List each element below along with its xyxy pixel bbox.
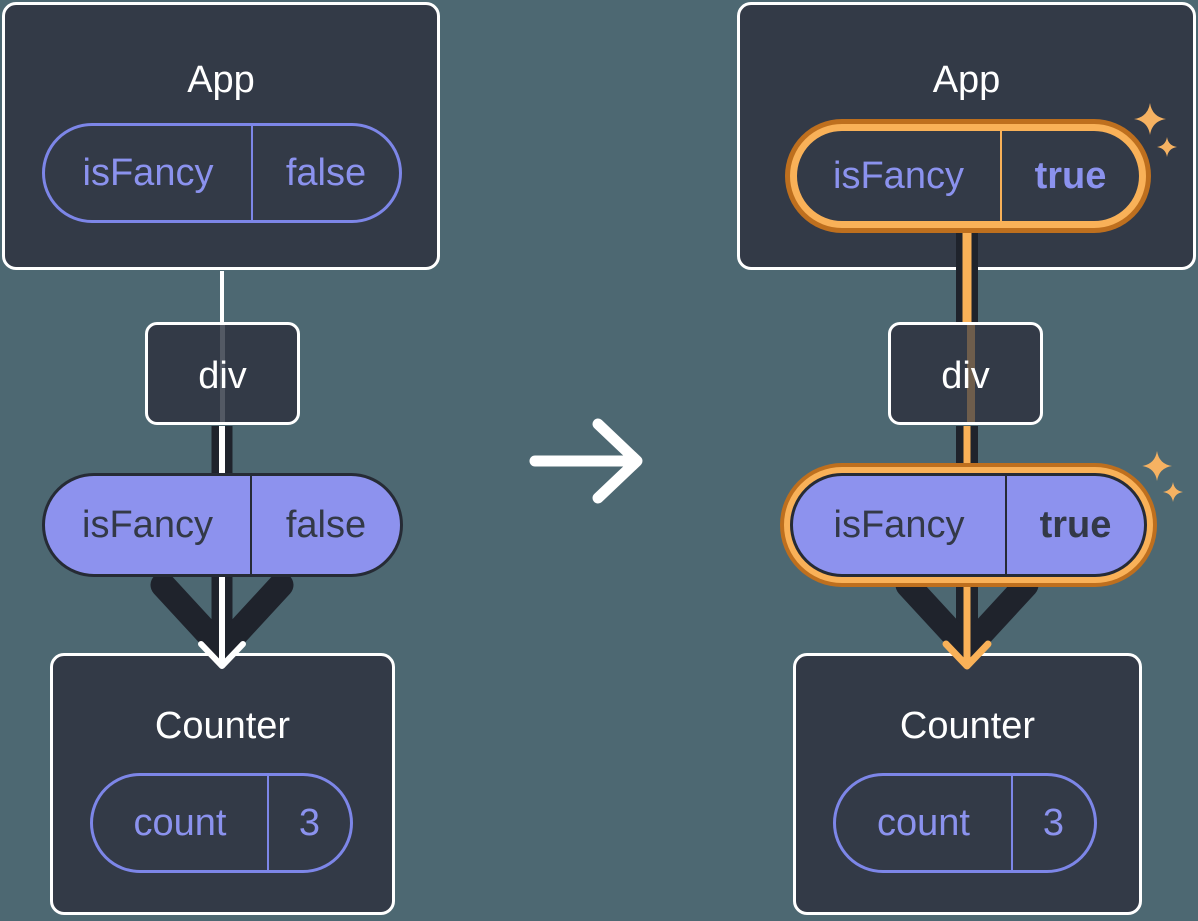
state-value-label: true — [1034, 154, 1107, 197]
div-card-after: div — [888, 322, 1043, 425]
passed-prop-pill-before: isFancy false — [42, 473, 403, 577]
div-card-before: div — [145, 322, 300, 425]
prop-value-label: false — [285, 503, 367, 546]
counter-title: Counter — [899, 705, 1036, 747]
transition-arrow-icon — [529, 418, 643, 504]
line-through-stripe — [220, 325, 225, 422]
div-title: div — [198, 355, 247, 397]
state-name-label: isFancy — [797, 131, 1002, 221]
line-through-stripe — [967, 325, 975, 422]
app-title: App — [187, 59, 255, 101]
state-value-label: 3 — [1042, 801, 1065, 844]
app-state-pill-before: isFancy false — [42, 123, 402, 223]
state-name-label: isFancy — [45, 126, 253, 220]
sparkles-icon — [1142, 451, 1183, 502]
state-value-label: false — [285, 151, 367, 194]
state-value-label: 3 — [298, 801, 321, 844]
app-title: App — [932, 59, 1001, 101]
counter-state-pill-before: count 3 — [90, 773, 353, 873]
prop-value-label: true — [1039, 503, 1112, 546]
passed-prop-pill-after-highlighted: isFancy true — [790, 473, 1147, 577]
app-state-pill-after-highlighted: isFancy true — [790, 124, 1146, 228]
state-name-label: count — [93, 776, 269, 870]
state-name-label: count — [836, 776, 1013, 870]
div-title: div — [941, 355, 990, 397]
counter-state-pill-after: count 3 — [833, 773, 1097, 873]
prop-name-label: isFancy — [793, 476, 1007, 574]
counter-title: Counter — [154, 705, 291, 747]
prop-name-label: isFancy — [45, 476, 252, 574]
